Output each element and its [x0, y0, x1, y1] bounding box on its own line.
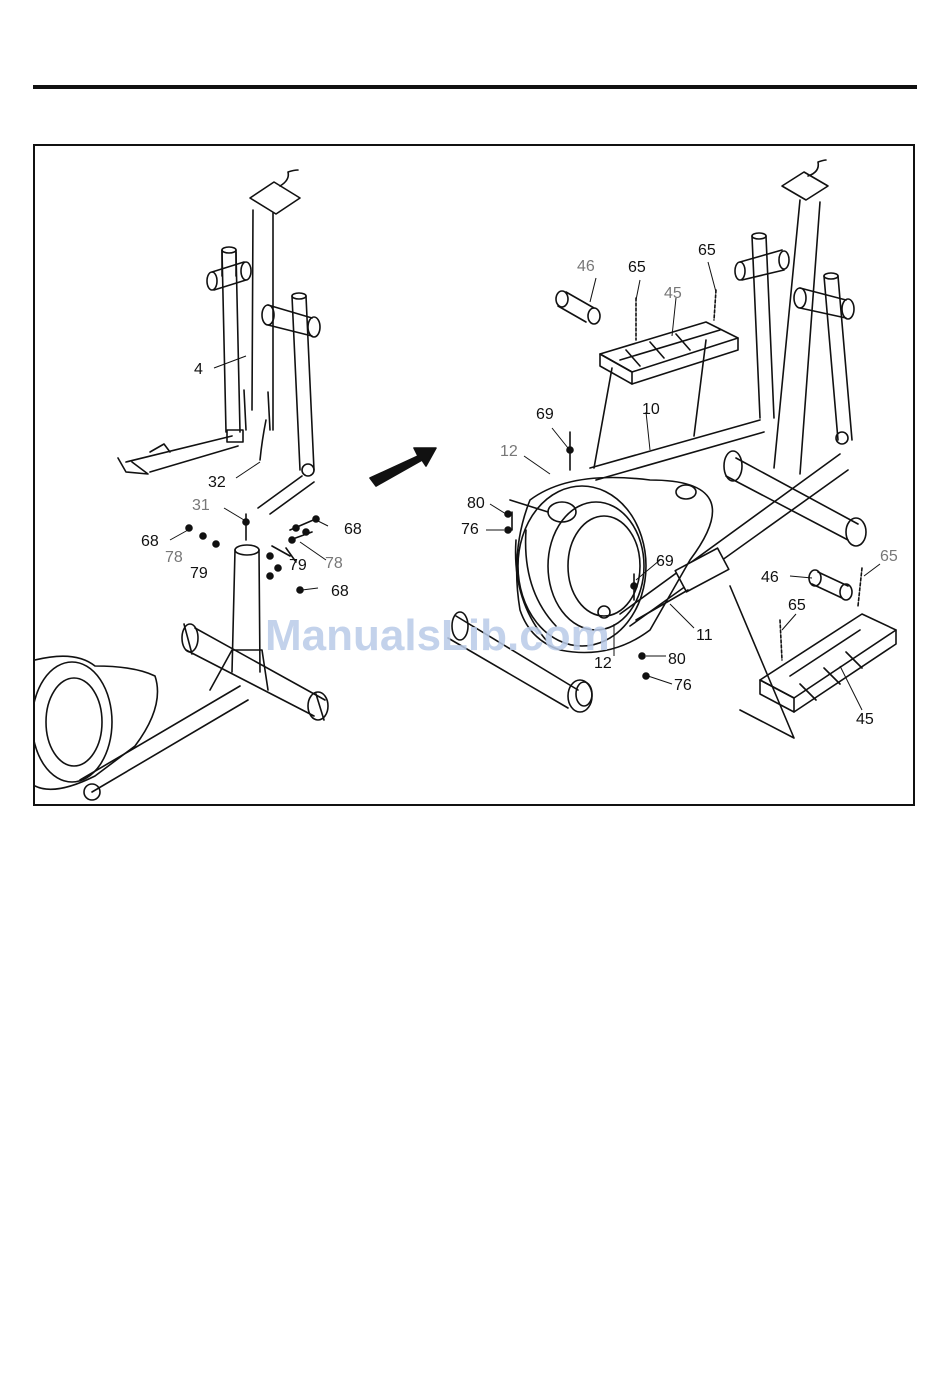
part-label-78: 78	[325, 555, 343, 572]
part-label-68: 68	[141, 533, 159, 550]
part-label-80: 80	[467, 495, 485, 512]
part-label-31: 31	[192, 497, 210, 514]
part-label-79: 79	[289, 557, 307, 574]
part-label-10: 10	[642, 401, 660, 418]
part-label-32: 32	[208, 474, 226, 491]
part-label-65: 65	[788, 597, 806, 614]
part-label-65: 65	[880, 548, 898, 565]
part-label-76: 76	[461, 521, 479, 538]
part-label-4: 4	[194, 361, 203, 378]
part-label-80: 80	[668, 651, 686, 668]
left-upper-frame	[118, 170, 320, 514]
part-label-68: 68	[344, 521, 362, 538]
part-label-78: 78	[165, 549, 183, 566]
part-label-65: 65	[628, 259, 646, 276]
direction-arrow-icon	[370, 448, 436, 486]
part-label-79: 79	[190, 565, 208, 582]
part-label-65: 65	[698, 242, 716, 259]
part-label-12: 12	[500, 443, 518, 460]
part-label-76: 76	[674, 677, 692, 694]
part-label-45: 45	[856, 711, 874, 728]
part-label-11: 11	[696, 627, 713, 644]
left-base-frame	[32, 545, 328, 800]
part-label-46: 46	[577, 258, 595, 275]
part-label-46: 46	[761, 569, 779, 586]
part-label-68: 68	[331, 583, 349, 600]
part-label-45: 45	[664, 285, 682, 302]
part-label-69: 69	[536, 406, 554, 423]
sleeve-lower	[809, 570, 852, 600]
sleeve-upper	[556, 291, 600, 324]
watermark: ManualsLib.com	[265, 611, 610, 660]
part-label-69: 69	[656, 553, 674, 570]
